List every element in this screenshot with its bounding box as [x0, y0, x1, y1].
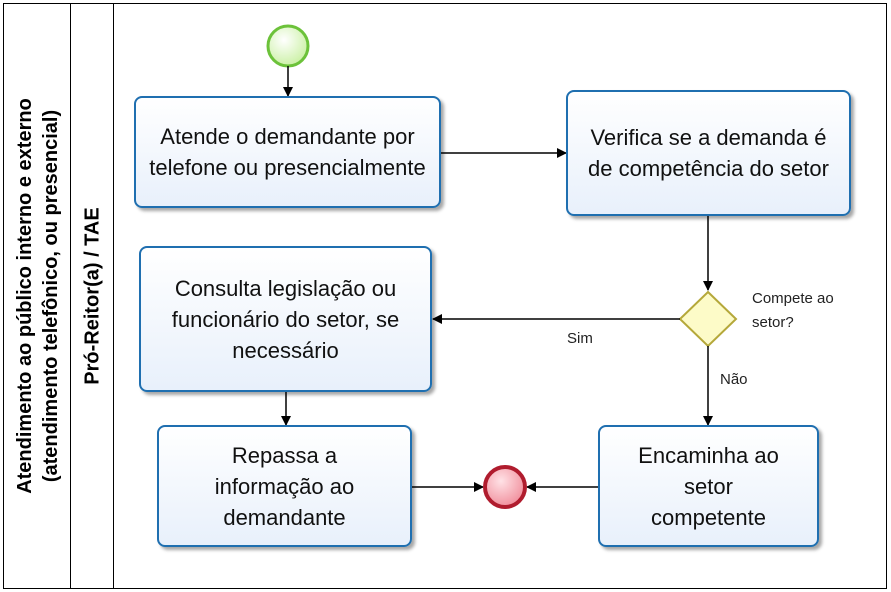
- task-consulta-legislacao: Consulta legislação ou funcionário do se…: [139, 246, 432, 392]
- task-verifica-competencia: Verifica se a demanda é de competência d…: [566, 90, 851, 216]
- gateway-label: Compete ao setor?: [752, 290, 834, 331]
- gateway-diamond: [678, 290, 738, 348]
- lane-divider: [113, 3, 114, 589]
- task-encaminha-setor: Encaminha ao setor competente: [598, 425, 819, 547]
- start-event: [266, 24, 310, 68]
- task-atende-demandante: Atende o demandante por telefone ou pres…: [134, 96, 441, 208]
- task-repassa-informacao: Repassa a informação ao demandante: [157, 425, 412, 547]
- flow-label-nao: Não: [720, 371, 748, 388]
- flow-label-sim: Sim: [567, 330, 593, 347]
- end-event: [483, 465, 527, 509]
- pool-divider: [70, 3, 71, 589]
